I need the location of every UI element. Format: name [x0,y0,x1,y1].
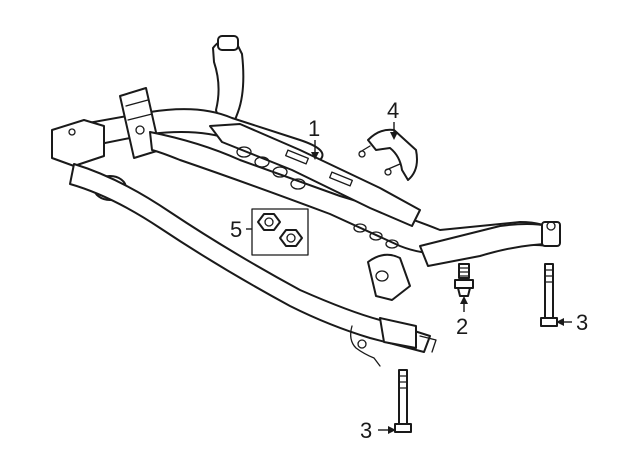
callout-4: 4 [387,98,399,123]
nuts-part-5[interactable] [251,208,309,256]
beam-holes [236,146,399,249]
leader-lines [246,122,572,434]
bracket-part-4[interactable] [358,128,418,181]
callout-1: 1 [308,116,320,141]
callout-2: 2 [456,314,468,339]
callout-5: 5 [230,217,242,242]
subframe-assembly[interactable] [51,35,561,367]
bolt-part-3-bottom[interactable] [394,369,412,433]
callout-3-bottom: 3 [360,418,372,443]
bolt-part-2[interactable] [454,263,474,297]
bolt-part-3-right[interactable] [540,263,558,327]
callout-3-right: 3 [576,310,588,335]
